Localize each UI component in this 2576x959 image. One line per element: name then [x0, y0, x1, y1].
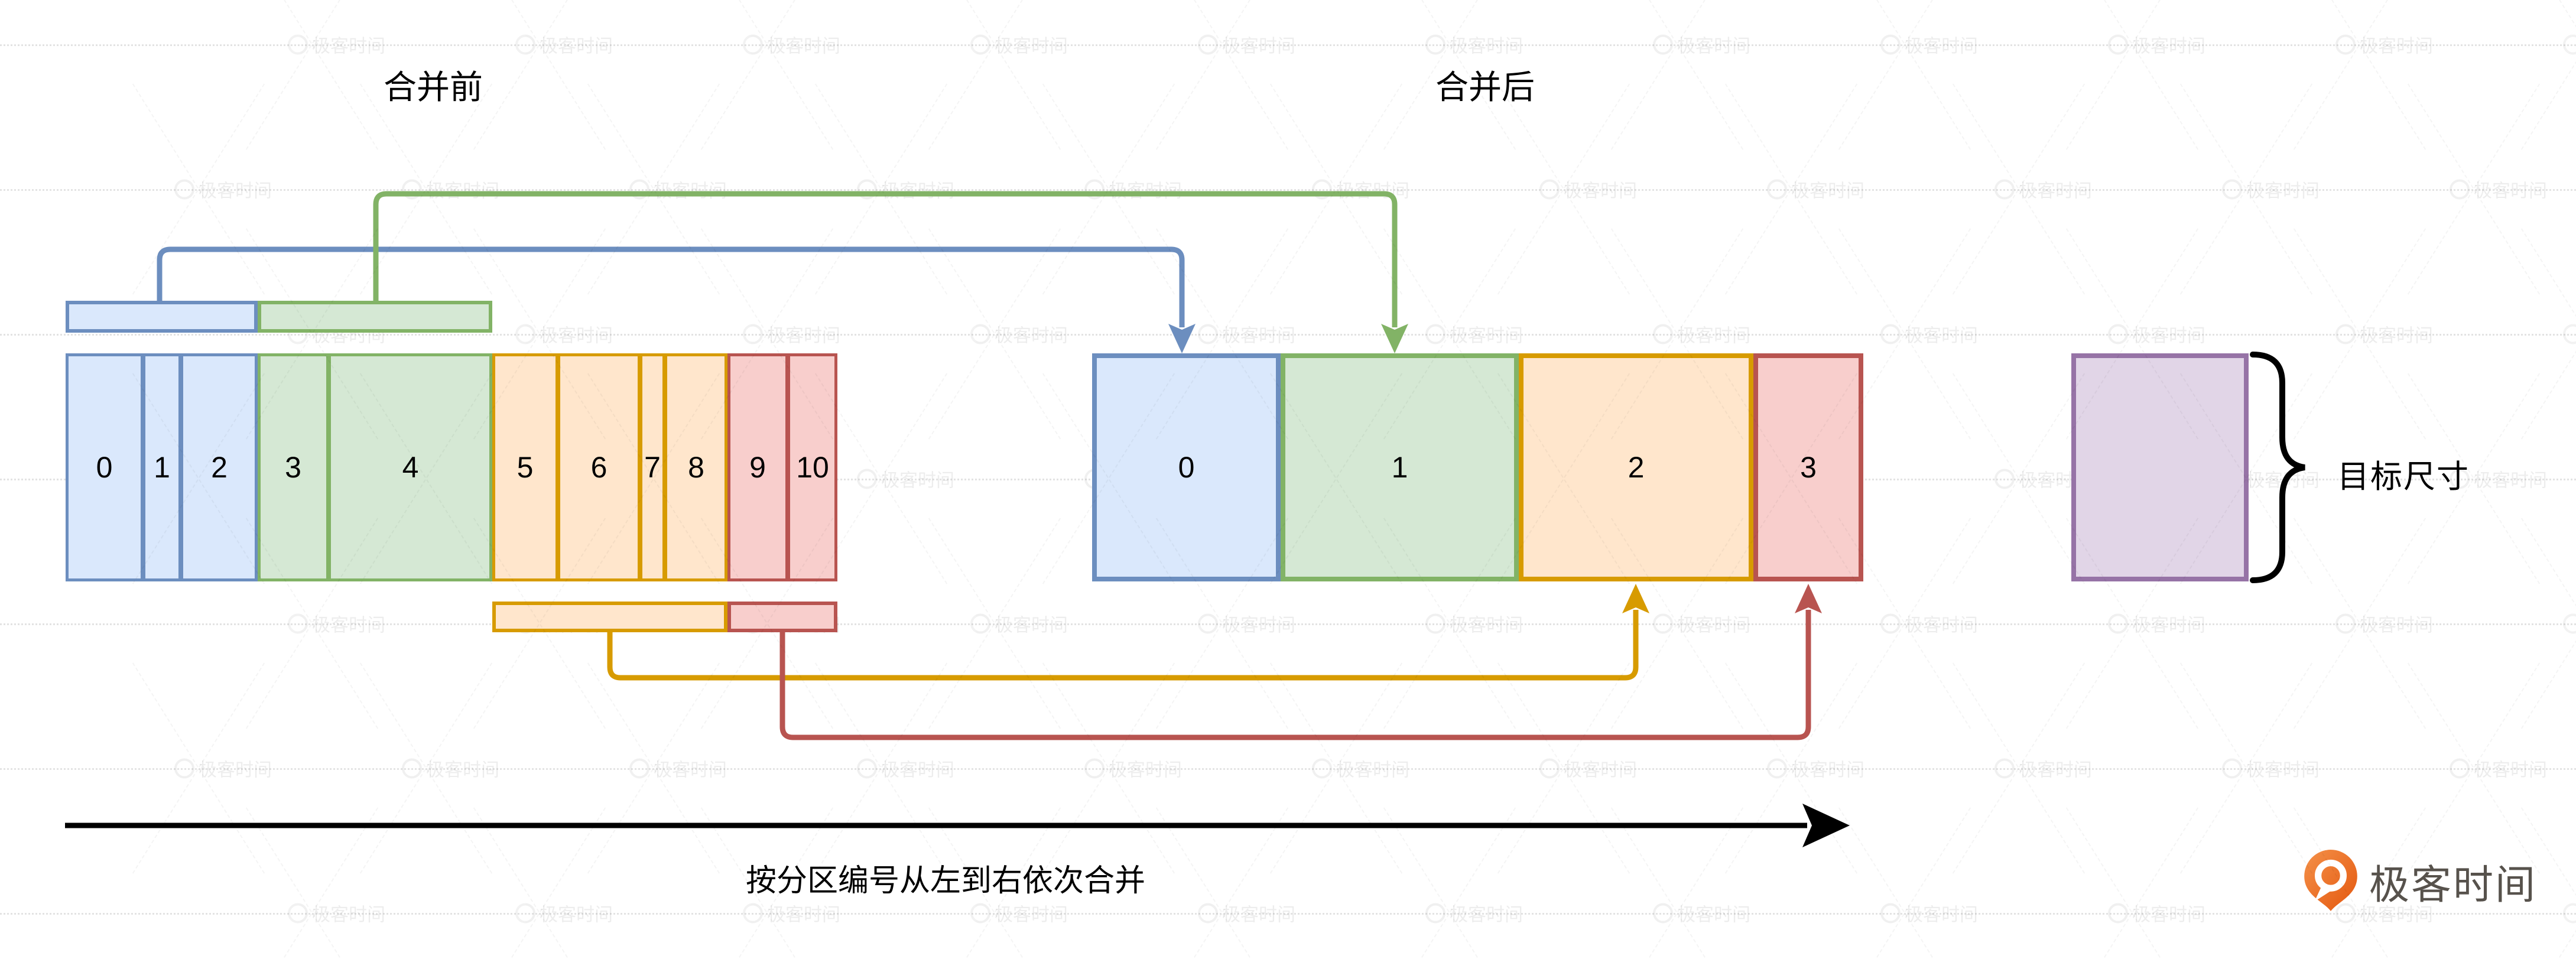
segment-cell-3: 3 — [258, 353, 329, 581]
merged-cell-2: 2 — [1519, 353, 1753, 581]
segment-label: 10 — [796, 451, 829, 484]
segment-label: 6 — [590, 451, 608, 484]
merged-label: 3 — [1800, 451, 1817, 484]
merge-order-caption: 按分区编号从左到右依次合并 — [745, 864, 1145, 898]
segment-label: 8 — [688, 451, 704, 484]
target-size-label: 目标尺寸 — [2337, 459, 2470, 495]
merged-label: 0 — [1178, 451, 1195, 484]
arrowhead-partition-3 — [1795, 584, 1822, 613]
segment-label: 1 — [154, 451, 170, 484]
geektime-logo-text: 极客时间 — [2369, 862, 2538, 908]
merge-connector-partition-1 — [373, 191, 1398, 327]
target-size-block — [2071, 353, 2249, 581]
target-size-brace — [2250, 352, 2305, 583]
segment-label: 7 — [644, 451, 661, 484]
arrowhead-partition-2 — [1622, 584, 1649, 613]
segment-cell-5: 5 — [492, 353, 558, 581]
merged-label: 2 — [1628, 451, 1645, 484]
geektime-logo: 极客时间 — [2301, 849, 2537, 914]
segment-label: 5 — [517, 451, 534, 484]
after-merge-title: 合并后 — [1435, 69, 1535, 106]
segment-cell-4: 4 — [329, 353, 492, 581]
merge-connector-partition-3 — [779, 610, 1811, 740]
merge-connector-partition-2 — [607, 610, 1639, 681]
segment-cell-7: 7 — [640, 353, 665, 581]
merge-order-arrowhead — [1802, 804, 1850, 847]
merged-cell-3: 3 — [1753, 353, 1863, 581]
segment-label: 9 — [749, 451, 766, 484]
segment-cell-6: 6 — [558, 353, 640, 581]
merged-strip-partition-3 — [727, 602, 837, 632]
merged-strip-partition-1 — [258, 301, 492, 333]
arrowhead-partition-1 — [1381, 324, 1408, 353]
merged-cell-1: 1 — [1281, 353, 1519, 581]
merged-label: 1 — [1391, 451, 1408, 484]
merged-strip-partition-0 — [66, 301, 258, 333]
geektime-logo-pin-icon — [2304, 850, 2357, 911]
merge-connector-partition-0 — [157, 246, 1185, 327]
segment-label: 0 — [96, 451, 113, 484]
segment-label: 4 — [402, 451, 419, 484]
arrowhead-partition-0 — [1168, 324, 1196, 353]
segment-label: 2 — [211, 451, 228, 484]
segment-label: 3 — [285, 451, 301, 484]
merged-cell-0: 0 — [1092, 353, 1281, 581]
merged-strip-partition-2 — [492, 602, 727, 632]
before-merge-title: 合并前 — [384, 69, 483, 106]
